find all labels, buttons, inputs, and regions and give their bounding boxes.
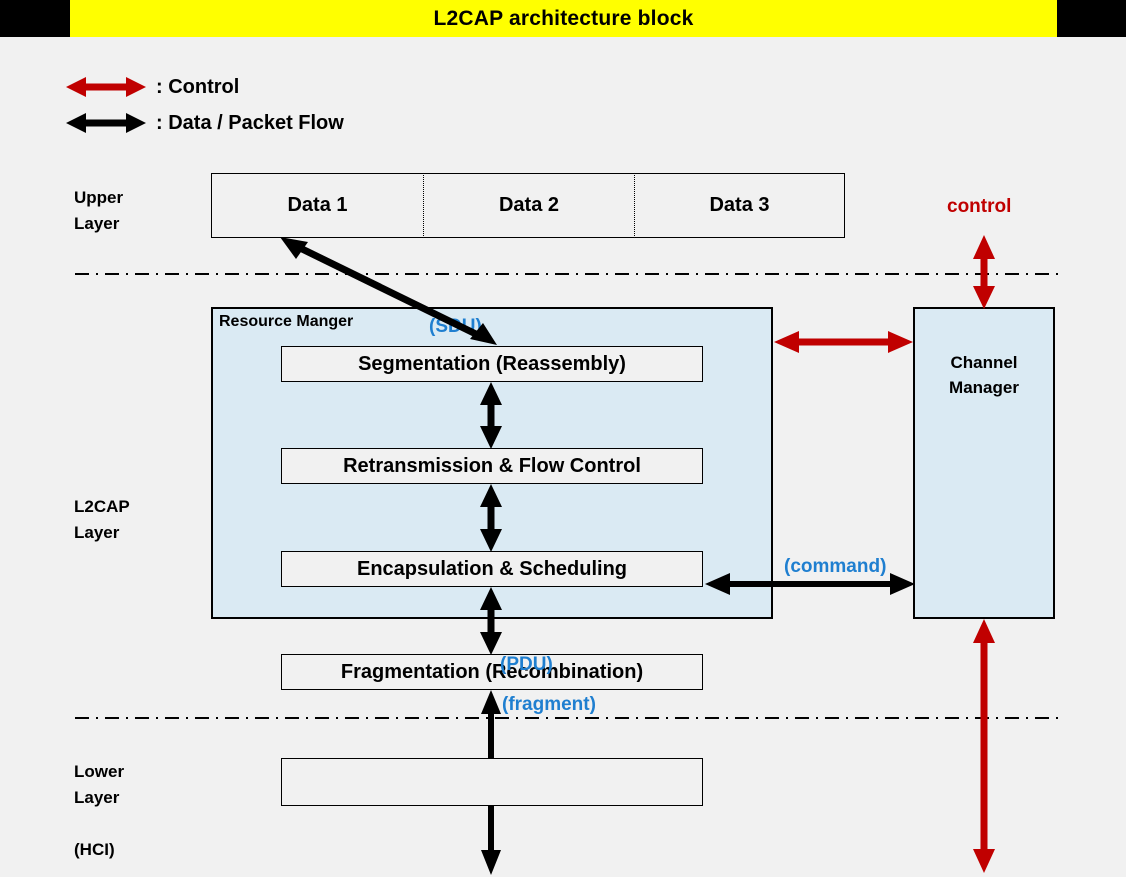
block-segmentation-label: Segmentation (Reassembly)	[358, 352, 626, 375]
annotation-command: (command)	[784, 556, 887, 577]
double-arrow-red-icon	[66, 77, 146, 97]
control-label: control	[947, 196, 1012, 217]
legend-label-control: : Control	[156, 75, 240, 98]
page-title: L2CAP architecture block	[433, 6, 694, 30]
block-fragmentation: Fragmentation (Recombination)	[281, 654, 703, 690]
layer-label-l2cap: L2CAP Layer	[74, 497, 130, 542]
layer-label-lower: Lower Layer (HCI)	[74, 762, 125, 859]
resource-manager-title: Resource Manger	[219, 313, 354, 330]
title-banner: L2CAP architecture block	[70, 0, 1057, 37]
arrow-control-rm-cm	[774, 331, 913, 353]
layer-label-upper: Upper Layer	[74, 188, 124, 233]
annotation-sdu: (SDU)	[429, 316, 482, 337]
upper-data-block-1: Data 1	[211, 173, 423, 238]
legend-item-data: : Data / Packet Flow	[64, 109, 344, 137]
block-retransmission-label: Retransmission & Flow Control	[343, 454, 641, 477]
diagram-canvas: : Control : Data / Packet Flow Upper Lay…	[0, 37, 1126, 877]
arrow-lower-down	[481, 806, 501, 875]
upper-data-block-1-label: Data 1	[287, 194, 348, 216]
legend-label-data: : Data / Packet Flow	[156, 111, 344, 134]
arrow-control-bottom	[973, 619, 995, 873]
channel-manager-box: Channel Manager	[913, 307, 1055, 619]
upper-data-block-3-label: Data 3	[709, 194, 770, 216]
block-fragmentation-label: Fragmentation (Recombination)	[340, 660, 644, 683]
upper-data-block-2: Data 2	[423, 173, 635, 238]
arrow-control-top	[973, 235, 995, 309]
legend-item-control: : Control	[64, 73, 239, 101]
upper-data-block-2-label: Data 2	[498, 194, 560, 216]
block-lower-layer	[281, 758, 703, 806]
channel-manager-label: Channel Manager	[949, 353, 1019, 397]
block-retransmission: Retransmission & Flow Control	[281, 448, 703, 484]
arrow-fragment	[481, 690, 501, 758]
block-segmentation: Segmentation (Reassembly)	[281, 346, 703, 382]
block-encapsulation-label: Encapsulation & Scheduling	[356, 557, 628, 580]
annotation-fragment: (fragment)	[502, 694, 596, 715]
block-encapsulation: Encapsulation & Scheduling	[281, 551, 703, 587]
upper-data-block-3: Data 3	[635, 173, 845, 238]
annotation-pdu: (PDU)	[500, 654, 553, 675]
double-arrow-black-icon	[66, 113, 146, 133]
